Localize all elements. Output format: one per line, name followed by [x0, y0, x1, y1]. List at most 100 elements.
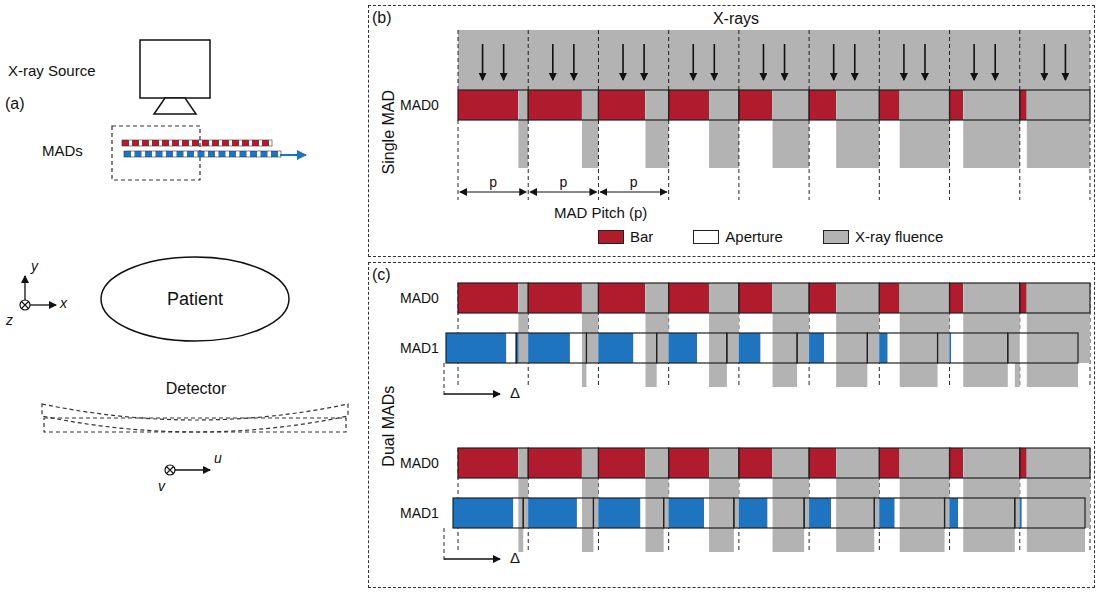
mad-aperture [963, 283, 1020, 313]
mad1-strip-bar [229, 151, 236, 157]
mad-cell [809, 90, 879, 120]
xray-fluence [836, 528, 874, 552]
mad-bar [453, 498, 513, 528]
mad-cell [809, 448, 879, 478]
label: X-ray Source [8, 62, 96, 79]
patient-outline [101, 257, 289, 341]
mad-aperture [773, 448, 810, 478]
mad-aperture [836, 448, 879, 478]
label: MAD1 [400, 340, 439, 356]
panel-box: (b)Single MAD [368, 5, 1095, 257]
detector: Detector [40, 378, 352, 438]
mad-cell [950, 90, 1020, 120]
xray-arrow [622, 44, 624, 80]
xray-arrow [573, 44, 575, 80]
pitch-guide [809, 30, 810, 90]
xray-fluence [582, 448, 599, 478]
mad-aperture [1027, 448, 1090, 478]
xray-fluence [773, 313, 810, 333]
mad-aperture [900, 90, 950, 120]
mad-bar [739, 283, 773, 313]
label: y [31, 258, 38, 274]
mad-cell [593, 498, 663, 528]
mad-aperture [836, 283, 879, 313]
xray-fluence [582, 120, 599, 168]
xray-fluence [963, 90, 1020, 120]
mad-cell [458, 283, 528, 313]
mad-bar [516, 333, 570, 363]
xray-fluence [773, 478, 810, 498]
xray-fluence [645, 90, 668, 120]
panel-title: Dual MADs [380, 386, 398, 467]
mad-bar [458, 283, 518, 313]
xray-fluence [645, 283, 668, 313]
pitch-guide [598, 120, 599, 200]
xray-fluence [963, 528, 1015, 552]
mad-cell [669, 90, 739, 120]
mad-cell [528, 283, 598, 313]
pitch-arrow [600, 191, 666, 192]
mad-bar [879, 283, 899, 313]
mad-cell [458, 448, 528, 478]
xray-arrow [763, 44, 765, 80]
mad-cell [874, 498, 944, 528]
xray-fluence [709, 90, 739, 120]
label: X-rays [713, 10, 759, 28]
mad-bar [950, 283, 964, 313]
xray-fluence [1027, 283, 1090, 313]
mad0-strip-bar [262, 140, 269, 146]
mad-bar [528, 90, 582, 120]
mad1-strip-bar [177, 151, 184, 157]
mad0-strip-bar [222, 140, 229, 146]
mad-cell [664, 498, 734, 528]
xray-fluence [709, 363, 727, 387]
xray-fluence [1027, 498, 1090, 528]
mad0-strip-bar [182, 140, 189, 146]
label: v [158, 478, 165, 494]
mad-aperture [582, 448, 599, 478]
node-label: Detector [166, 380, 226, 398]
xray-fluence [1027, 90, 1090, 120]
mad-cell [727, 333, 797, 363]
pitch-guide [458, 120, 459, 200]
mad-bar [1020, 283, 1027, 313]
mad-cell [739, 90, 809, 120]
xray-fluence [518, 528, 523, 552]
mad-cell [879, 283, 949, 313]
pitch-guide [458, 30, 459, 90]
xray-fluence [773, 528, 805, 552]
xray-fluence [773, 448, 810, 478]
xray-fluence [709, 528, 734, 552]
xray-fluence [773, 90, 810, 120]
xray-fluence [963, 498, 1020, 528]
xray-fluence [1015, 363, 1020, 387]
mad0-strip-bar [122, 140, 129, 146]
mad-aperture [773, 283, 810, 313]
mad-cell [950, 448, 1020, 478]
mad-bar [458, 90, 518, 120]
pitch-guide [809, 120, 810, 200]
curved-detector [42, 404, 348, 432]
label: MADs [42, 142, 83, 159]
xray-fluence [709, 313, 739, 333]
legend-swatch [598, 230, 624, 244]
shift-guide [444, 528, 445, 563]
mad-cell [528, 90, 598, 120]
mad-bar [950, 448, 964, 478]
label: Δ [510, 384, 520, 401]
mad0-strip-bar [162, 140, 169, 146]
xray-fluence [836, 90, 879, 120]
mad-bar [528, 283, 582, 313]
xray-fluence [645, 363, 656, 387]
xray-fluence [900, 498, 950, 528]
mad-bar [664, 498, 704, 528]
xray-arrow [784, 44, 786, 80]
xray-arrow [903, 44, 905, 80]
label: (a) [5, 95, 25, 113]
mad-aperture [709, 448, 739, 478]
mad-cell [516, 333, 586, 363]
mad-cell [657, 333, 727, 363]
panel-box: (c)Dual MADs [368, 262, 1095, 588]
mad-cell [669, 283, 739, 313]
mad-cell [458, 90, 528, 120]
